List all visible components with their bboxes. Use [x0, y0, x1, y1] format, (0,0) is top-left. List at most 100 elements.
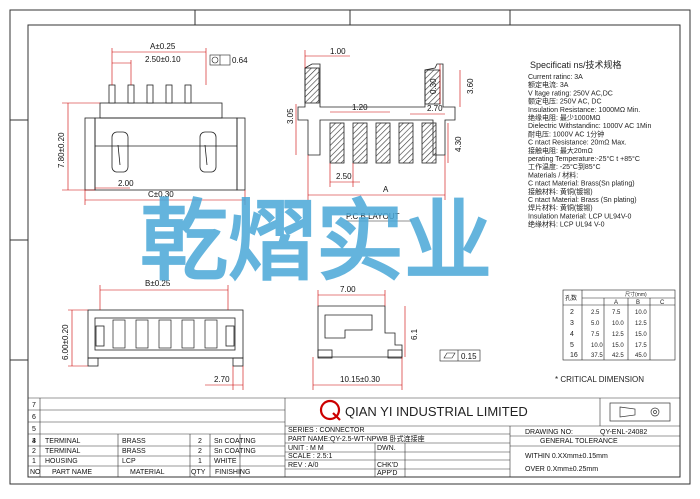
row-num-7: 7 — [32, 402, 36, 409]
table-hdr-holes: 孔数 — [565, 294, 577, 302]
part-name: PART NAME:QY-2.5-WT-NPWB 卧式连接座 — [288, 434, 425, 443]
spec-line: 接触材料: 黄铜(镀锡) — [528, 187, 593, 196]
company-name: QIAN YI INDUSTRIAL LIMITED — [345, 404, 528, 419]
projection-symbol — [609, 402, 671, 422]
bottom-contacts — [112, 319, 218, 349]
table-cell: 5.0 — [591, 321, 600, 327]
row-num-4: 4 — [32, 438, 36, 445]
spec-line: 接触电阻: 最大20mΩ — [528, 146, 593, 155]
appd-label: APP'D — [377, 470, 397, 477]
bom-finishing: Sn COATING — [214, 438, 256, 445]
spec-line: C ntact Material: Brass(Sn plating) — [528, 181, 635, 188]
dim-c: C±0.30 — [148, 190, 174, 199]
critical-note: * CRITICAL DIMENSION — [555, 375, 644, 384]
tolerance-2: OVER 0.Xmm±0.25mm — [525, 466, 598, 473]
table-cell: 4 — [570, 331, 574, 338]
pcb-dim-6: 2.70 — [427, 104, 443, 113]
table-cell: 10.0 — [612, 321, 624, 327]
inner-border — [27, 24, 681, 478]
spec-line: Insulation Resistance: 1000MΩ Min. — [528, 107, 640, 114]
pcb-dim-3: 3.60 — [466, 78, 475, 94]
bom-finishing: WHITE — [214, 458, 237, 465]
spec-line: Current ratinc: 3A — [528, 74, 583, 81]
pcb-dim-8: 2.50 — [336, 172, 352, 181]
bom-hdr-qty: QTY — [191, 469, 206, 476]
dim-height: 7.80±0.20 — [57, 132, 66, 168]
flatness-symbol — [439, 349, 481, 362]
table-cell: 37.5 — [591, 353, 603, 359]
dim-a: A±0.25 — [150, 42, 176, 51]
bom-hdr-finishing: FINISHING — [215, 469, 250, 476]
table-cell: 45.0 — [635, 353, 647, 359]
table-cell: 7.5 — [591, 332, 600, 338]
table-cell: 3 — [570, 320, 574, 327]
spec-line: Materials / 材料: — [528, 170, 578, 179]
size-table — [562, 289, 676, 361]
pcb-dim-a: A — [383, 185, 389, 194]
spec-line: C ntact Material: Brass (Sn plating) — [528, 197, 637, 204]
spec-line: Insulation Material: LCP UL94V-0 — [528, 213, 631, 220]
table-cell: 10.0 — [635, 310, 647, 316]
side-view — [317, 305, 403, 359]
table-cell: 7.5 — [612, 310, 621, 316]
bom-hdr-name: PART NAME — [52, 469, 92, 476]
table-cell: 16 — [570, 352, 578, 359]
watermark: 乾熠实业 — [140, 190, 492, 293]
bom-part-name: TERMINAL — [45, 448, 81, 455]
dwn-label: DWN. — [377, 445, 396, 452]
spec-line: 额定电压: 250V AC, DC — [528, 97, 602, 106]
tolerance-title: GENERAL TOLERANCE — [540, 438, 618, 445]
table-col-a: A — [614, 300, 618, 306]
bom-qty: 2 — [198, 448, 202, 455]
table-cell: 17.5 — [635, 343, 647, 349]
title-block-grid — [28, 397, 680, 477]
spec-line: C ntact Resistance: 20mΩ Max. — [528, 140, 627, 147]
bottom-view — [87, 309, 244, 367]
spec-line: V ltage rating: 250V AC,DC — [528, 90, 613, 97]
bom-qty: 1 — [198, 458, 202, 465]
dim-side-len: 10.15±0.30 — [340, 375, 381, 384]
spec-line: 工作温度: -25°C到85°C — [528, 162, 601, 171]
bom-no: 2 — [32, 448, 36, 455]
pcb-dim-4: 3.05 — [286, 108, 295, 124]
pcb-dim-5: 1.20 — [352, 103, 368, 112]
dim-pin: 0.64 — [232, 56, 248, 65]
table-cell: 42.5 — [612, 353, 624, 359]
chkd-label: CHK'D — [377, 462, 398, 469]
dim-b: B±0.25 — [145, 279, 171, 288]
table-cell: 12.5 — [612, 332, 624, 338]
bottom-dimensions — [68, 285, 244, 390]
pcb-outline — [297, 63, 456, 156]
bom-material: LCP — [122, 458, 136, 465]
pcb-layout-label: P.C.B LAYOUT — [346, 212, 400, 221]
table-cell: 2.5 — [591, 310, 600, 316]
side-dimensions — [312, 290, 406, 390]
bom-no: 1 — [32, 458, 36, 465]
spec-title: Specificati ns/技术规格 — [530, 59, 622, 70]
row-num-6: 6 — [32, 414, 36, 421]
bom-material: BRASS — [122, 438, 146, 445]
dim-side-w: 7.00 — [340, 285, 356, 294]
drawing-no-label: DRAWING NO: — [525, 429, 573, 436]
bom-qty: 2 — [198, 438, 202, 445]
pcb-dim-1: 1.00 — [330, 47, 346, 56]
spec-line: 耐电压: 1000V AC 1分钟 — [528, 129, 604, 138]
dim-side-h: 6.1 — [410, 328, 419, 340]
series: SERIES : CONNECTOR — [288, 427, 365, 434]
table-col-c: C — [660, 300, 665, 306]
table-col-b: B — [636, 300, 640, 306]
table-cell: 15.0 — [612, 343, 624, 349]
table-cell: 12.5 — [635, 321, 647, 327]
front-dimensions — [62, 48, 246, 205]
dim-bottom-w: 2.70 — [214, 375, 230, 384]
pcb-dim-7: 4.30 — [454, 136, 463, 152]
bom-no: 3 — [32, 438, 36, 445]
spec-line: 绝缘材料: LCP UL94 V-0 — [528, 220, 605, 229]
bom-material: BRASS — [122, 448, 146, 455]
dim-pitch: 2.50±0.10 — [145, 55, 181, 64]
table-cell: 5 — [570, 342, 574, 349]
